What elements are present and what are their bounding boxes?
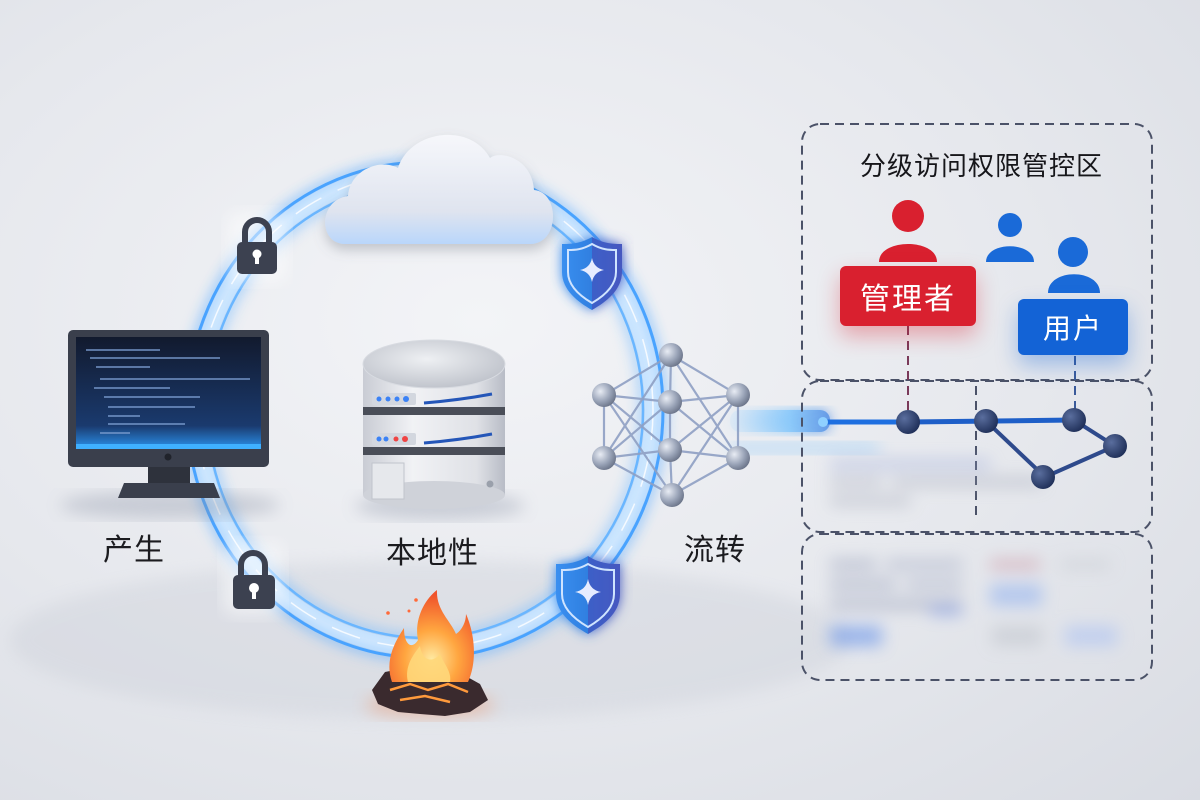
- fire-destroy-icon: [365, 590, 495, 719]
- admin-user-icon: [879, 200, 937, 262]
- padlock-icon-top-left: [227, 212, 287, 282]
- flow-node: [1062, 408, 1086, 432]
- role-badge-user: 用户: [1018, 299, 1128, 355]
- flow-node: [896, 410, 920, 434]
- flow-node: [974, 409, 998, 433]
- stage-label-circulation: 流转: [684, 533, 746, 568]
- access-control-zone: [801, 123, 1153, 681]
- server-database-icon: [355, 339, 525, 520]
- cloud-icon: [325, 134, 554, 247]
- user-group-icon: [986, 213, 1100, 293]
- flow-panel-border: [801, 380, 1153, 533]
- access-flow-path: [896, 408, 1127, 489]
- shield-star-icon-top-right: [562, 237, 622, 310]
- role-badge-admin: 管理者: [840, 266, 976, 326]
- records-panel-border: [801, 533, 1153, 681]
- role-label-user: 用户: [1042, 312, 1103, 345]
- roles-panel-border: [801, 123, 1153, 381]
- data-flow-beam: [730, 410, 910, 454]
- stage-label-generate: 产生: [103, 533, 165, 568]
- flow-node: [1103, 434, 1127, 458]
- flow-node: [1031, 465, 1055, 489]
- network-mesh-icon: [592, 343, 750, 507]
- blurred-records: [830, 460, 1117, 646]
- server-status-leds: [372, 392, 493, 445]
- stage-label-locality: 本地性: [386, 536, 479, 571]
- access-zone-title: 分级访问权限管控区: [860, 152, 1104, 182]
- shield-star-icon-bottom-right: [556, 556, 620, 634]
- monitor-icon: [60, 330, 280, 519]
- padlock-icon-bottom-left: [223, 543, 283, 615]
- role-label-admin: 管理者: [860, 282, 956, 317]
